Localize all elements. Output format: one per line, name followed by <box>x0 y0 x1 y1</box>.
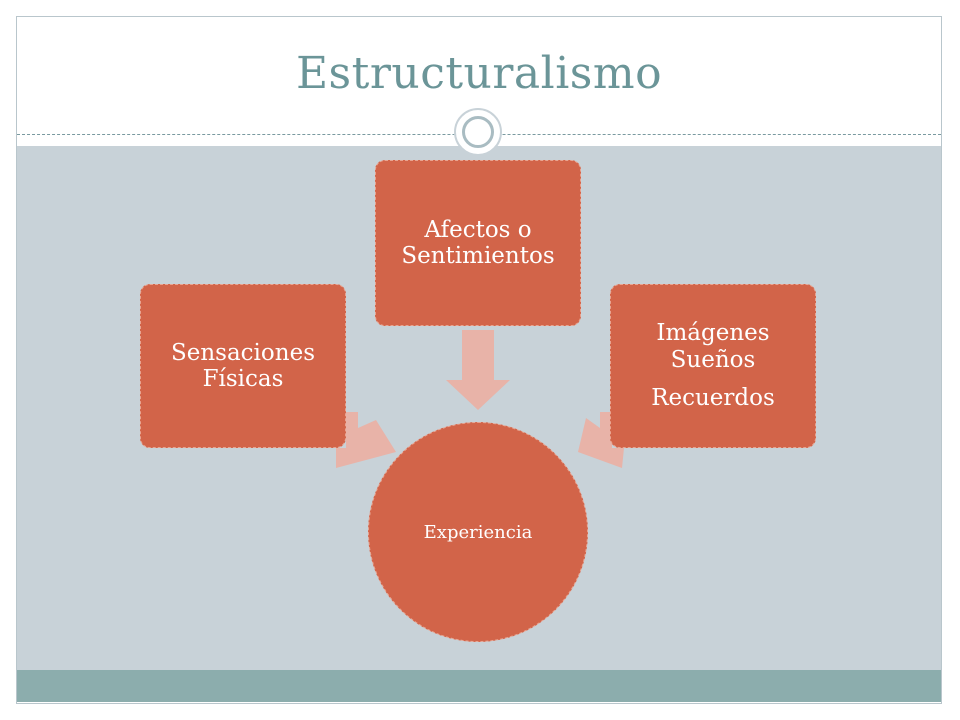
node-experiencia: Experiencia <box>368 422 588 642</box>
slide-title: Estructuralismo <box>295 48 663 99</box>
center-label: Experiencia <box>423 521 533 543</box>
node-line: Afectos o <box>424 216 532 243</box>
node-line: Físicas <box>202 366 284 392</box>
arrow-left-to-center <box>336 412 396 468</box>
node-line: Sueños <box>670 346 756 373</box>
arrow-top-to-center <box>446 330 510 410</box>
node-line: Recuerdos <box>651 385 775 412</box>
ring-ornament-icon <box>454 108 502 156</box>
node-afectos-sentimientos: Afectos o Sentimientos <box>375 160 581 326</box>
arrow-right-to-center <box>578 412 624 468</box>
ring-inner <box>462 116 494 148</box>
node-line: Sensaciones <box>170 339 315 366</box>
bottom-band <box>17 670 941 702</box>
node-imagenes-suenos-recuerdos: Imágenes Sueños Recuerdos <box>610 284 816 448</box>
node-sensaciones-fisicas: Sensaciones Físicas <box>140 284 346 448</box>
node-line: Sentimientos <box>401 243 555 269</box>
node-line: Imágenes <box>656 320 770 347</box>
